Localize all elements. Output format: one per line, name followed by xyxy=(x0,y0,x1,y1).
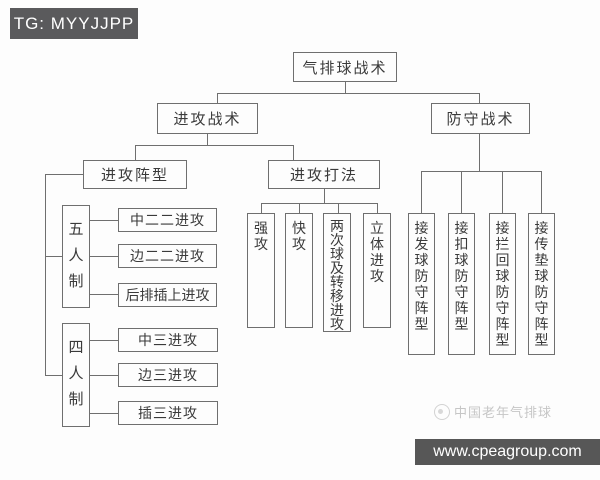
connector-line xyxy=(421,171,422,213)
node-offense-methods: 进攻打法 xyxy=(268,160,380,189)
wechat-logo-icon xyxy=(434,403,450,420)
connector-line xyxy=(45,375,62,376)
node-five-person: 五人制 xyxy=(62,205,90,308)
node-root: 气排球战术 xyxy=(293,52,397,82)
connector-line xyxy=(90,375,118,376)
connector-line xyxy=(479,93,480,103)
node-second-ball-transfer-attack: 两次球及转移进攻 xyxy=(323,213,351,333)
connector-line xyxy=(90,256,118,257)
connector-line xyxy=(421,171,542,172)
node-block-return-defense: 接拦回球防守阵型 xyxy=(489,213,516,355)
connector-line xyxy=(299,203,300,213)
connector-line xyxy=(338,203,339,213)
connector-line xyxy=(541,171,542,213)
connector-line xyxy=(217,93,218,103)
connector-line xyxy=(217,93,480,94)
connector-line xyxy=(345,82,346,93)
node-serve-receive-defense: 接发球防守阵型 xyxy=(408,213,435,355)
connector-line xyxy=(207,134,208,145)
node-side-22-attack: 边二二进攻 xyxy=(118,244,217,268)
connector-line xyxy=(261,203,262,213)
watermark: 中国老年气排球 xyxy=(434,402,552,421)
connector-line xyxy=(293,145,294,160)
connector-line xyxy=(45,256,62,257)
node-spike-receive-defense: 接扣球防守阵型 xyxy=(448,213,475,355)
connector-line xyxy=(324,189,325,203)
node-3d-attack: 立体进攻 xyxy=(363,213,391,328)
url-bar: www.cpeagroup.com xyxy=(415,439,600,465)
connector-line xyxy=(135,145,294,146)
connector-line xyxy=(45,174,83,175)
connector-line xyxy=(90,413,118,414)
connector-line xyxy=(135,145,136,160)
node-pass-dig-defense: 接传垫球防守阵型 xyxy=(528,213,555,355)
connector-line xyxy=(90,340,118,341)
node-offense-formation: 进攻阵型 xyxy=(83,160,187,189)
node-backrow-attack: 后排插上进攻 xyxy=(118,283,217,307)
node-insert-3-attack: 插三进攻 xyxy=(118,401,218,425)
telegram-badge: TG: MYYJJPP xyxy=(10,8,138,39)
connector-line xyxy=(502,171,503,213)
node-quick-attack: 快攻 xyxy=(285,213,313,328)
connector-line xyxy=(45,174,46,376)
node-four-person: 四人制 xyxy=(62,323,90,427)
node-mid-3-attack: 中三进攻 xyxy=(118,328,218,352)
connector-line xyxy=(90,220,118,221)
connector-line xyxy=(461,171,462,213)
node-power-attack: 强攻 xyxy=(247,213,275,328)
node-side-3-attack: 边三进攻 xyxy=(118,363,218,387)
connector-line xyxy=(479,134,480,171)
watermark-text: 中国老年气排球 xyxy=(454,405,553,420)
connector-line xyxy=(261,203,378,204)
connector-line xyxy=(377,203,378,213)
node-defense-tactics: 防守战术 xyxy=(431,103,530,134)
node-mid-22-attack: 中二二进攻 xyxy=(118,208,217,232)
node-offense-tactics: 进攻战术 xyxy=(157,103,258,134)
connector-line xyxy=(90,294,118,295)
